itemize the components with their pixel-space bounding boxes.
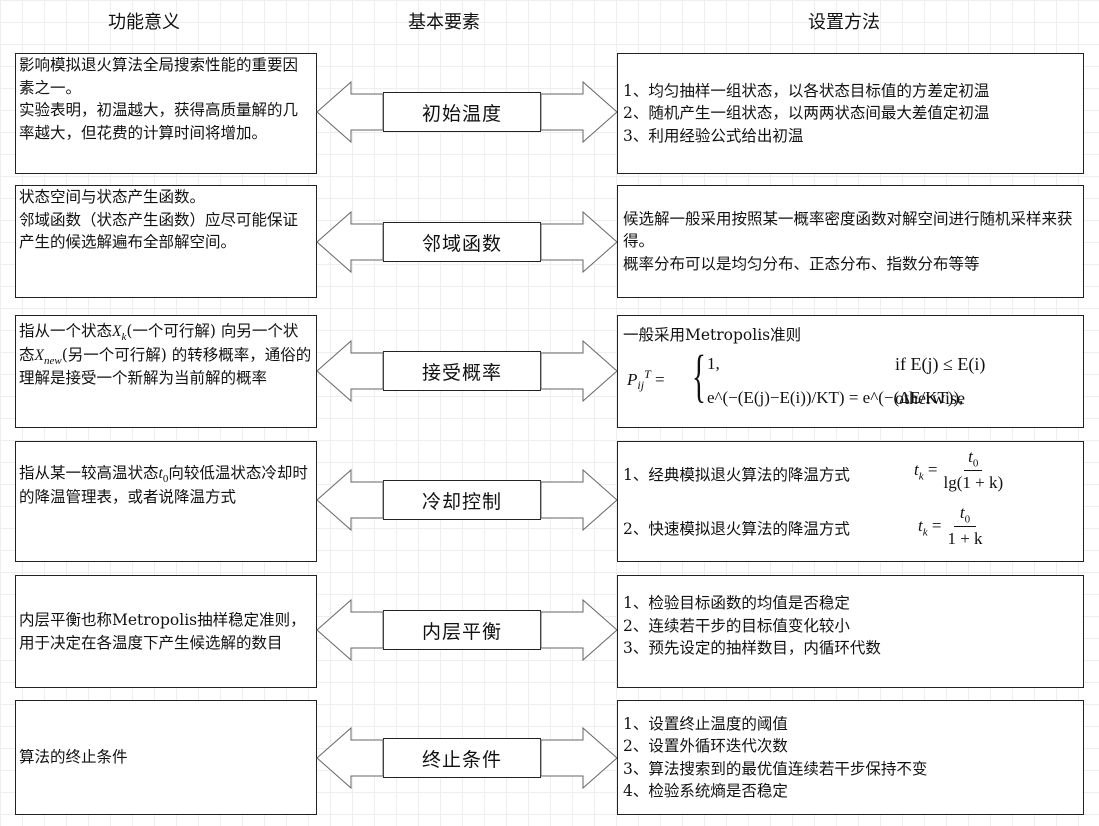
double-arrow	[316, 598, 618, 662]
function-line: 实验表明，初温越大，获得高质量解的几率越大，但花费的计算时间将增加。	[19, 101, 299, 142]
formula-lhs-sub: k	[918, 470, 924, 483]
metropolis-formula: PijT = { 1, if E(j) ≤ E(i) e^(−(E(j)−E(i…	[623, 343, 1080, 417]
method-box-termination: 1、设置终止温度的阈值 2、设置外循环迭代次数 3、算法搜索到的最优值连续若干步…	[617, 700, 1084, 815]
function-text: (一个可行解) 向另一个状态	[19, 322, 299, 364]
method-line: 概率分布可以是均匀分布、正态分布、指数分布等等	[623, 254, 980, 273]
element-initial-temperature: 初始温度	[383, 92, 541, 132]
formula-lhs: t	[914, 459, 919, 479]
function-box-initial-temperature: 影响模拟退火算法全局搜索性能的重要因素之一。 实验表明，初温越大，获得高质量解的…	[15, 53, 317, 174]
temp-symbol: t	[158, 465, 163, 482]
formula-denominator: lg(1 + k)	[943, 472, 1004, 492]
state-subscript: k	[121, 331, 127, 344]
function-text: (另一个可行解) 的转移概率，通俗的理解是接受一个新解为当前解的概率	[19, 345, 312, 388]
header-function: 功能意义	[108, 12, 180, 33]
header-method: 设置方法	[808, 12, 880, 33]
formula-numerator-sub: 0	[964, 513, 971, 526]
state-symbol: X	[34, 346, 44, 364]
function-line: 邻域函数（状态产生函数）应尽可能保证产生的候选解遍布全部解空间。	[19, 210, 299, 252]
formula-case1-condition: if E(j) ≤ E(i)	[895, 353, 986, 374]
method-line: 候选解一般采用按照某一概率密度函数对解空间进行随机采样来获得。	[623, 209, 1073, 251]
function-box-cooling: 指从某一较高温状态t0向较低温状态冷却时的降温管理表，或者说降温方式	[15, 441, 317, 562]
element-termination: 终止条件	[383, 738, 541, 778]
double-arrow	[316, 726, 618, 790]
function-line: 内层平衡也称Metropolis抽样稳定准则，用于决定在各温度下产生候选解的数目	[19, 611, 306, 652]
method-line: 3、预先设定的抽样数目，内循环代数	[623, 639, 881, 657]
double-arrow	[316, 468, 618, 532]
formula-numerator: t	[959, 503, 965, 522]
element-inner-balance: 内层平衡	[383, 610, 541, 650]
formula-case2-condition: otherwise	[895, 387, 965, 408]
method-box-inner-balance: 1、检验目标函数的均值是否稳定 2、连续若干步的目标值变化较小 3、预先设定的抽…	[617, 575, 1084, 688]
function-line: 影响模拟退火算法全局搜索性能的重要因素之一。	[19, 56, 299, 97]
function-text: 指从某一较高温状态	[19, 464, 159, 482]
method-box-acceptance: 一般采用Metropolis准则 PijT = { 1, if E(j) ≤ E…	[617, 315, 1084, 428]
brace-icon: {	[691, 342, 706, 408]
method-box-cooling: 1、经典模拟退火算法的降温方式 tk = t0 lg(1 + k) 2、快速模拟…	[617, 441, 1084, 562]
element-cooling: 冷却控制	[383, 480, 541, 520]
method-line: 4、检验系统熵是否稳定	[623, 782, 788, 800]
method-line: 2、连续若干步的目标值变化较小	[623, 616, 850, 635]
formula-lhs: t	[918, 515, 923, 535]
function-line: 状态空间与状态产生函数。	[19, 188, 206, 206]
function-box-acceptance: 指从一个状态Xk(一个可行解) 向另一个状态Xnew(另一个可行解) 的转移概率…	[15, 315, 317, 428]
state-subscript: new	[43, 354, 62, 367]
method-line: 1、设置终止温度的阈值	[623, 714, 788, 733]
function-box-neighborhood: 状态空间与状态产生函数。 邻域函数（状态产生函数）应尽可能保证产生的候选解遍布全…	[15, 185, 317, 298]
formula-lhs: P	[627, 369, 638, 389]
method-line: 3、利用经验公式给出初温	[623, 126, 804, 145]
method-line: 1、检验目标函数的均值是否稳定	[623, 594, 850, 612]
method-line: 2、快速模拟退火算法的降温方式	[623, 520, 850, 538]
formula-numerator-sub: 0	[972, 457, 979, 470]
function-box-termination: 算法的终止条件	[15, 700, 317, 815]
double-arrow	[316, 339, 618, 403]
method-line: 1、经典模拟退火算法的降温方式	[623, 466, 850, 484]
method-line: 2、随机产生一组状态，以两两状态间最大差值定初温	[623, 104, 990, 123]
double-arrow	[316, 80, 618, 144]
method-box-initial-temperature: 1、均匀抽样一组状态，以各状态目标值的方差定初温 2、随机产生一组状态，以两两状…	[617, 53, 1084, 174]
method-line: 一般采用Metropolis准则	[623, 326, 802, 344]
cooling-formula-classic: tk = t0 lg(1 + k)	[914, 446, 1003, 494]
method-line: 3、算法搜索到的最优值连续若干步保持不变	[623, 759, 928, 778]
formula-case2-value: e^(−(E(j)−E(i))/KT) = e^(−(ΔE/KT)),	[707, 387, 964, 407]
function-text: 指从一个状态	[19, 322, 113, 340]
function-line: 算法的终止条件	[19, 748, 128, 767]
cooling-formula-fast: tk = t0 1 + k	[918, 502, 983, 550]
formula-lhs-sub: ij	[637, 377, 645, 392]
header-element: 基本要素	[408, 12, 480, 33]
element-acceptance: 接受概率	[383, 351, 541, 391]
method-line: 1、均匀抽样一组状态，以各状态目标值的方差定初温	[623, 81, 990, 100]
temp-subscript: 0	[162, 473, 169, 486]
method-box-neighborhood: 候选解一般采用按照某一概率密度函数对解空间进行随机采样来获得。 概率分布可以是均…	[617, 185, 1084, 298]
method-line: 2、设置外循环迭代次数	[623, 737, 788, 755]
formula-denominator: 1 + k	[947, 528, 983, 548]
double-arrow	[316, 210, 618, 274]
formula-case1-value: 1,	[707, 353, 720, 373]
state-symbol: X	[112, 323, 122, 340]
function-box-inner-balance: 内层平衡也称Metropolis抽样稳定准则，用于决定在各温度下产生候选解的数目	[15, 575, 317, 688]
formula-numerator: t	[968, 447, 973, 466]
function-text: 向较低温状态冷却时的降温管理表，或者说降温方式	[19, 464, 308, 506]
formula-lhs-sub: k	[922, 526, 928, 539]
formula-lhs-sup: T	[644, 366, 651, 381]
